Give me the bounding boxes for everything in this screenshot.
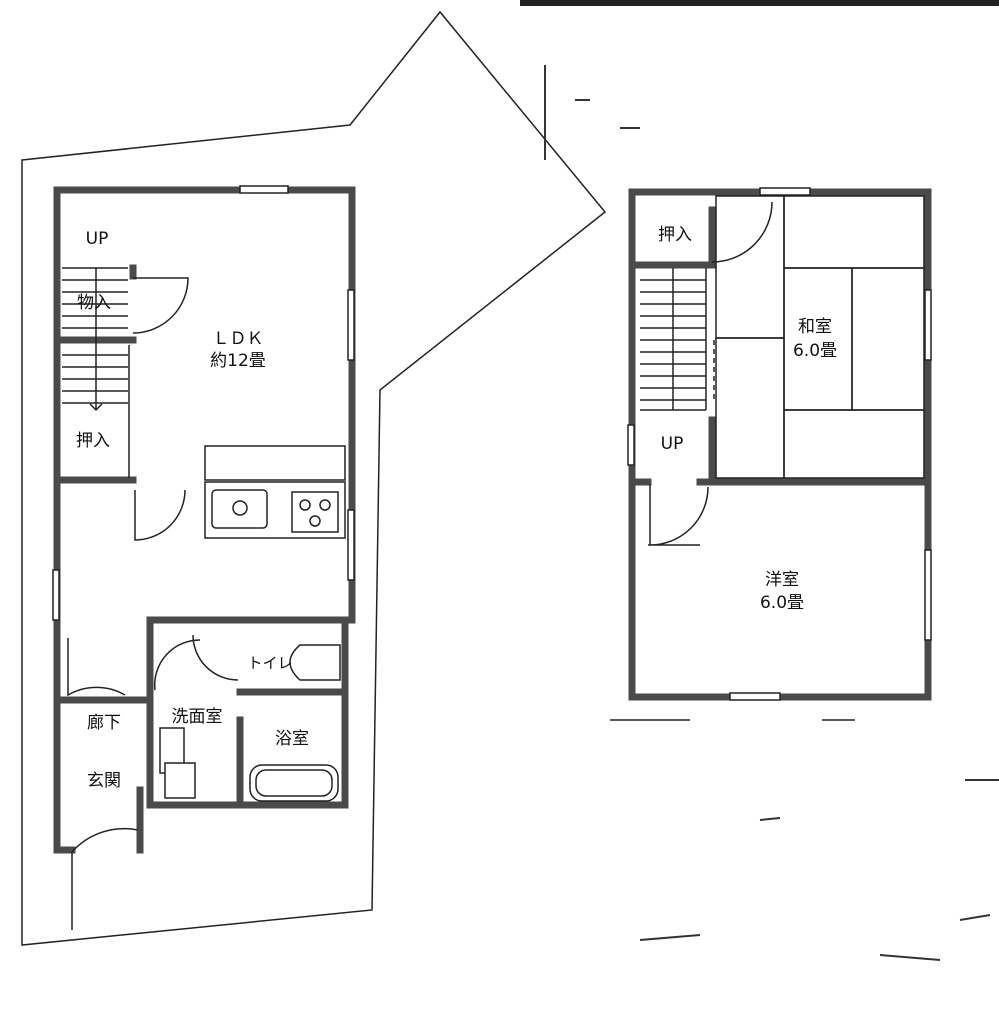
staircase: [62, 267, 130, 478]
door-swing: [67, 638, 126, 697]
lot-boundary: [21, 10, 607, 946]
room-label-ldk: ＬＤＫ: [213, 329, 264, 349]
sink-icon: [211, 489, 268, 529]
room-label-washroom: 洗面室: [172, 707, 223, 727]
room-label-up: UP: [661, 434, 684, 454]
scan-fragments: [520, 0, 999, 961]
room-size-japanese-room: 6.0畳: [793, 341, 837, 361]
kitchen-counter: [204, 445, 346, 481]
door-swing: [153, 639, 201, 691]
floor-2: 押入 和室 6.0畳 UP 洋室 6.0畳: [627, 187, 932, 701]
floor-1: UP 物入 ＬＤＫ 約12畳 押入 トイレ 廊下 洗面室 浴室 玄関: [52, 185, 356, 930]
water-heater-icon: [164, 762, 196, 799]
entrance-door: [71, 827, 139, 930]
room-label-toilet: トイレ: [247, 654, 292, 672]
door-swing: [711, 201, 773, 263]
room-label-entrance: 玄関: [87, 771, 121, 791]
door-swing: [192, 634, 239, 681]
room-label-hallway: 廊下: [87, 713, 121, 733]
door-swing: [132, 277, 189, 334]
door-swing: [648, 484, 709, 546]
room-label-closet: 押入: [658, 225, 692, 245]
staircase: [640, 268, 715, 411]
room-label-storage: 物入: [77, 293, 111, 313]
room-label-up: UP: [86, 229, 109, 249]
room-size-ldk: 約12畳: [210, 351, 266, 371]
door-swing: [134, 489, 186, 541]
room-size-western-room: 6.0畳: [760, 593, 804, 613]
tatami-mats: [715, 195, 925, 479]
toilet-icon: [289, 644, 341, 681]
room-label-western-room: 洋室: [765, 570, 799, 590]
bathtub-icon: [249, 764, 339, 802]
room-label-japanese-room: 和室: [798, 317, 832, 337]
room-label-closet: 押入: [76, 431, 110, 451]
room-label-bathroom: 浴室: [275, 729, 309, 749]
